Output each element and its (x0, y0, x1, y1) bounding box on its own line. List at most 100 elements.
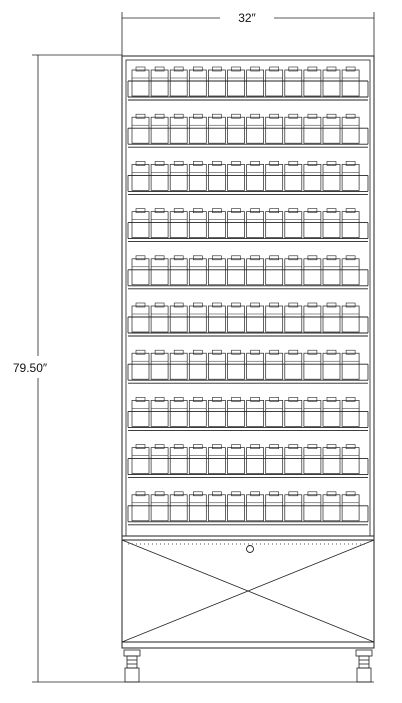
bottle-body (322, 305, 341, 333)
bottle-neck (250, 397, 260, 402)
bottle-body (188, 352, 207, 380)
bottle-body (150, 305, 169, 333)
bottle (284, 161, 303, 191)
bottle-body (322, 494, 341, 522)
bottle-body (227, 258, 245, 286)
bottle-body (265, 305, 284, 333)
bottle-neck (269, 302, 280, 308)
bottle-body (284, 116, 303, 144)
bottle (246, 255, 264, 286)
bottle (188, 302, 207, 333)
bottle-neck (288, 255, 299, 261)
bottle-body (131, 447, 150, 474)
bottle (265, 302, 284, 333)
bottle (265, 161, 284, 191)
bottle-neck (154, 161, 165, 166)
bottle-body (169, 447, 188, 474)
bottle-body (265, 258, 284, 286)
bottle-body (227, 447, 245, 474)
width-dimension (121, 12, 375, 56)
bottle-body (131, 494, 150, 522)
bottle-neck (173, 491, 184, 497)
bottle-neck (173, 255, 184, 261)
bottle-neck (135, 113, 146, 119)
bottle-body (265, 116, 284, 144)
bottle-neck (231, 255, 241, 261)
bottle-body (227, 164, 245, 191)
bottle-body (322, 400, 341, 427)
bottle-neck (154, 491, 165, 497)
bottle-body (150, 494, 169, 522)
bottle (188, 66, 207, 97)
bottle (150, 66, 169, 97)
bottle-body (208, 211, 226, 238)
bottle-body (150, 211, 169, 238)
bottle-neck (193, 397, 203, 402)
bottle (227, 444, 245, 474)
bottle-body (188, 164, 207, 191)
bottle (303, 66, 322, 97)
bottle-body (150, 164, 169, 191)
bottle-neck (307, 208, 318, 213)
bottle (303, 444, 322, 474)
bottle-neck (288, 161, 299, 166)
bottle (246, 66, 264, 97)
bottle-neck (193, 255, 203, 261)
bottle (150, 113, 169, 144)
bottle-body (284, 494, 303, 522)
bottle-neck (193, 491, 203, 497)
bottle (169, 255, 188, 286)
bottle-body (341, 69, 360, 97)
height-label: 79.50″ (13, 361, 48, 375)
bottle-neck (231, 397, 241, 402)
bottle-neck (173, 444, 184, 449)
bottle (208, 397, 226, 427)
bottle-neck (307, 66, 318, 72)
bottle (322, 255, 341, 286)
bottle-neck (288, 491, 299, 497)
bottle (303, 113, 322, 144)
bottle-neck (269, 444, 280, 449)
bottle-body (265, 494, 284, 522)
bottle-body (208, 400, 226, 427)
bottle-body (169, 69, 188, 97)
bottle-body (131, 116, 150, 144)
display-window (125, 59, 371, 537)
bottle-body (284, 211, 303, 238)
bottle-body (341, 164, 360, 191)
bottle (341, 208, 360, 238)
bottle-neck (307, 255, 318, 261)
bottle (246, 491, 264, 522)
bottle-body (131, 164, 150, 191)
bottle-body (284, 164, 303, 191)
bottle (150, 302, 169, 333)
bottle-neck (135, 397, 146, 402)
bottle (341, 255, 360, 286)
bottle-neck (345, 349, 356, 355)
bottle (131, 113, 150, 144)
bottle-neck (269, 208, 280, 213)
bottle-neck (212, 349, 222, 355)
bottle (169, 349, 188, 380)
bottle-body (341, 116, 360, 144)
bottle-body (246, 400, 264, 427)
bottle (265, 491, 284, 522)
bottle (322, 113, 341, 144)
bottle (265, 66, 284, 97)
bottle-neck (135, 208, 146, 213)
base-cross-line-2 (121, 539, 375, 643)
bottle (150, 444, 169, 474)
bottle-body (169, 164, 188, 191)
bottle (188, 208, 207, 238)
bottle-body (208, 116, 226, 144)
shelf (127, 444, 369, 479)
bottle-neck (345, 491, 356, 497)
foot-left (123, 649, 141, 683)
bottle-body (341, 352, 360, 380)
bottle (284, 397, 303, 427)
bottle-neck (193, 208, 203, 213)
bottle-body (341, 494, 360, 522)
bottle-neck (250, 208, 260, 213)
shelf (127, 66, 369, 101)
bottle-neck (288, 349, 299, 355)
